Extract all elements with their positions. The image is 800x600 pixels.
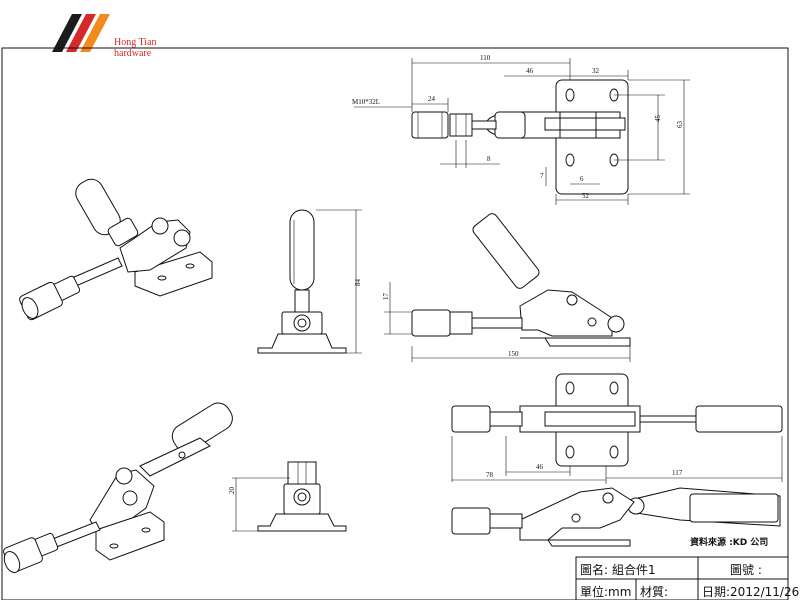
title-block: 圖名:組合件1 圖號 : 單位:mm 材質: 日期:2012/11/26 xyxy=(575,556,799,600)
svg-text:45: 45 xyxy=(654,115,662,123)
svg-text:110: 110 xyxy=(480,54,491,62)
hex-nut xyxy=(449,113,473,137)
svg-text:84: 84 xyxy=(354,279,362,287)
svg-text:150: 150 xyxy=(508,350,519,358)
sheet-border xyxy=(1,47,789,600)
side-view: 150 17 xyxy=(382,213,631,362)
svg-text:32: 32 xyxy=(592,67,600,75)
front-view: 84 xyxy=(257,209,362,354)
svg-text:8: 8 xyxy=(487,155,491,163)
svg-text:20: 20 xyxy=(228,487,236,495)
drawing-number: 圖號 : xyxy=(730,563,762,577)
drawing-name: 圖名:組合件1 xyxy=(580,562,656,577)
logo-stripe-red xyxy=(66,14,96,52)
brand-logo: Hong Tian hardware xyxy=(52,14,157,59)
svg-text:6: 6 xyxy=(580,175,584,183)
side-handle xyxy=(472,213,540,289)
open-side-view xyxy=(451,487,781,547)
open-top-view: 46 78 117 xyxy=(451,373,783,484)
svg-text:17: 17 xyxy=(382,293,390,301)
svg-text:78: 78 xyxy=(486,471,494,479)
svg-text:M10*32L: M10*32L xyxy=(352,98,380,106)
svg-text:117: 117 xyxy=(672,469,683,477)
logo-stripe-black xyxy=(52,14,82,52)
svg-text:24: 24 xyxy=(428,95,436,103)
svg-text:46: 46 xyxy=(526,67,534,75)
brand-name-line1: Hong Tian xyxy=(114,37,157,48)
svg-text:63: 63 xyxy=(676,121,684,129)
svg-text:7: 7 xyxy=(540,172,544,180)
svg-text:52: 52 xyxy=(582,192,590,200)
source-note: 資料來源 :KD 公司 xyxy=(690,536,768,548)
logo-stripe-orange xyxy=(80,14,110,52)
material: 材質: xyxy=(640,584,668,599)
isometric-view-open xyxy=(3,402,233,574)
thread-connector xyxy=(411,111,449,139)
base-flange xyxy=(257,333,347,354)
brand-name-line2: hardware xyxy=(114,48,152,59)
unit: 單位:mm xyxy=(580,584,631,599)
handle-grip xyxy=(289,209,315,291)
isometric-view-closed xyxy=(19,178,213,321)
iso-open-handle xyxy=(171,402,233,453)
top-view: 110 46 32 24 M10*32L 45 63 8 7 6 52 xyxy=(352,54,690,205)
end-view: 20 xyxy=(228,461,347,532)
svg-text:46: 46 xyxy=(536,463,544,471)
open-handle xyxy=(695,405,783,433)
date: 日期:2012/11/26 xyxy=(702,585,799,599)
